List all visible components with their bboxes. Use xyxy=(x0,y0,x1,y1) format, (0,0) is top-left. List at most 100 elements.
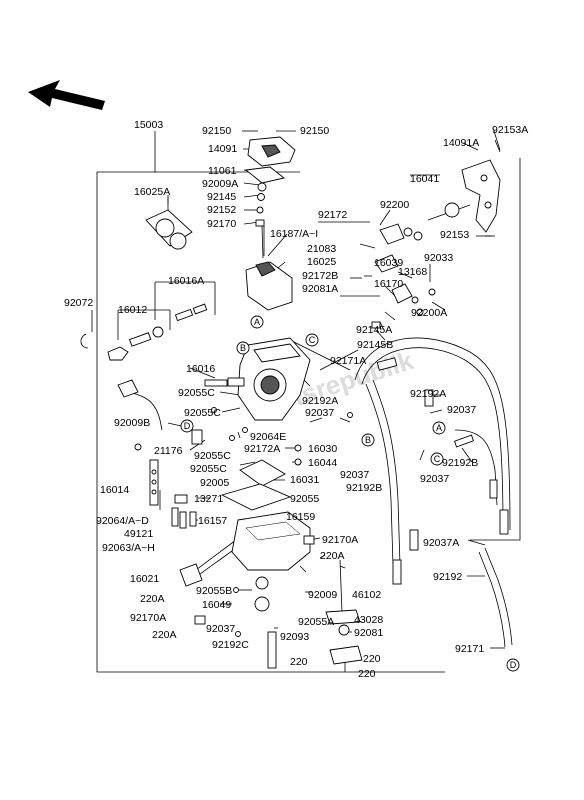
part-label: 92145A xyxy=(356,324,392,336)
part-label: 92192 xyxy=(433,571,462,583)
part-label: 16039 xyxy=(374,257,403,269)
part-label: 16012 xyxy=(118,304,147,316)
part-label: 92172A xyxy=(244,443,280,455)
ref-marker-c xyxy=(305,333,319,347)
part-label: 92063/A~H xyxy=(102,542,155,554)
part-label: 16030 xyxy=(308,443,337,455)
part-label: 92192A xyxy=(302,395,338,407)
part-label: 16014 xyxy=(100,484,129,496)
part-label: 220 xyxy=(363,653,381,665)
part-label: 49121 xyxy=(124,528,153,540)
part-label: 16016A xyxy=(168,275,204,287)
part-label: 92145 xyxy=(207,191,236,203)
part-label: 92150 xyxy=(202,125,231,137)
part-label: 43028 xyxy=(354,614,383,626)
part-label: 21176 xyxy=(154,445,183,457)
svg-text:D: D xyxy=(510,660,517,670)
svg-text:A: A xyxy=(254,317,260,327)
part-label: 92150 xyxy=(300,125,329,137)
part-label: 220A xyxy=(320,550,345,562)
carburetor-parts xyxy=(80,136,509,672)
part-label: 16025A xyxy=(134,186,170,198)
reference-markers: A B C A B C D D xyxy=(180,315,520,672)
part-label: 92037 xyxy=(206,623,235,635)
part-label: 92170A xyxy=(322,534,358,546)
part-label: 21083 xyxy=(307,243,336,255)
part-label: 13271 xyxy=(194,493,223,505)
part-label: 92055A xyxy=(298,616,334,628)
part-label: 92171 xyxy=(455,643,484,655)
part-label: 92081A xyxy=(302,283,338,295)
front-direction-arrow-icon xyxy=(28,80,105,110)
part-label: 92200 xyxy=(380,199,409,211)
ref-marker-b xyxy=(236,341,250,355)
part-label: 14091 xyxy=(208,143,237,155)
part-label: 16170 xyxy=(374,278,403,290)
part-label: 16159 xyxy=(286,511,315,523)
ref-marker-d xyxy=(180,419,194,433)
part-label: 14091A xyxy=(443,137,479,149)
ref-marker-b2 xyxy=(361,433,375,447)
part-label: 92037 xyxy=(305,407,334,419)
part-label: 220A xyxy=(140,593,165,605)
part-label: 92170A xyxy=(130,612,166,624)
part-label: 220 xyxy=(290,656,308,668)
part-label: 220A xyxy=(152,629,177,641)
part-label: 92192B xyxy=(442,457,478,469)
part-label: 92055 xyxy=(290,493,319,505)
part-label: 16041 xyxy=(410,173,439,185)
part-label: 16157 xyxy=(198,515,227,527)
part-label: 16049 xyxy=(202,599,231,611)
part-label: 92037A xyxy=(423,537,459,549)
ref-marker-a xyxy=(250,315,264,329)
part-label: 92037 xyxy=(420,473,449,485)
part-label: 92172 xyxy=(318,209,347,221)
svg-text:D: D xyxy=(184,421,191,431)
part-label: 92037 xyxy=(340,469,369,481)
part-label: 16016 xyxy=(186,363,215,375)
svg-text:C: C xyxy=(309,335,316,345)
part-label: 16044 xyxy=(308,457,337,469)
part-label: 92072 xyxy=(64,297,93,309)
svg-text:B: B xyxy=(365,435,371,445)
part-label: 92192B xyxy=(346,482,382,494)
part-label: 92055C xyxy=(184,407,221,419)
part-label: 92145B xyxy=(357,339,393,351)
part-label: 92009B xyxy=(114,417,150,429)
part-label: 92055C xyxy=(190,463,227,475)
part-label: 92055C xyxy=(178,387,215,399)
part-labels: 15003 92150 92150 14091 11061 92009A 921… xyxy=(64,119,528,680)
part-label: 92172B xyxy=(302,270,338,282)
part-label: 92153 xyxy=(440,229,469,241)
part-label: 92009A xyxy=(202,178,238,190)
part-label: 92005 xyxy=(200,477,229,489)
part-label: 92033 xyxy=(424,252,453,264)
part-label: 92153A xyxy=(492,124,528,136)
part-label: 92037 xyxy=(447,404,476,416)
hoses-and-cables xyxy=(119,337,513,648)
svg-text:A: A xyxy=(436,423,442,433)
part-label: 92192A xyxy=(410,388,446,400)
part-label: 92064E xyxy=(250,431,286,443)
part-label: 92093 xyxy=(280,631,309,643)
part-label: 16021 xyxy=(130,573,159,585)
svg-text:C: C xyxy=(434,454,441,464)
svg-text:B: B xyxy=(240,343,246,353)
part-label: 92192C xyxy=(212,639,249,651)
part-label: 92064/A~D xyxy=(96,515,149,527)
part-label: 16025 xyxy=(307,256,336,268)
ref-marker-c2 xyxy=(430,452,444,466)
part-label: 13168 xyxy=(398,266,427,278)
part-label: 92009 xyxy=(308,589,337,601)
part-label: 92152 xyxy=(207,204,236,216)
ref-marker-a2 xyxy=(432,421,446,435)
part-label: 220 xyxy=(358,668,376,680)
part-label: 46102 xyxy=(352,589,381,601)
ref-marker-d2 xyxy=(506,658,520,672)
part-label: 92081 xyxy=(354,627,383,639)
part-label: 92170 xyxy=(207,218,236,230)
part-label: 16187/A~I xyxy=(270,228,318,240)
part-label: 92171A xyxy=(330,355,366,367)
part-label: 92055B xyxy=(196,585,232,597)
